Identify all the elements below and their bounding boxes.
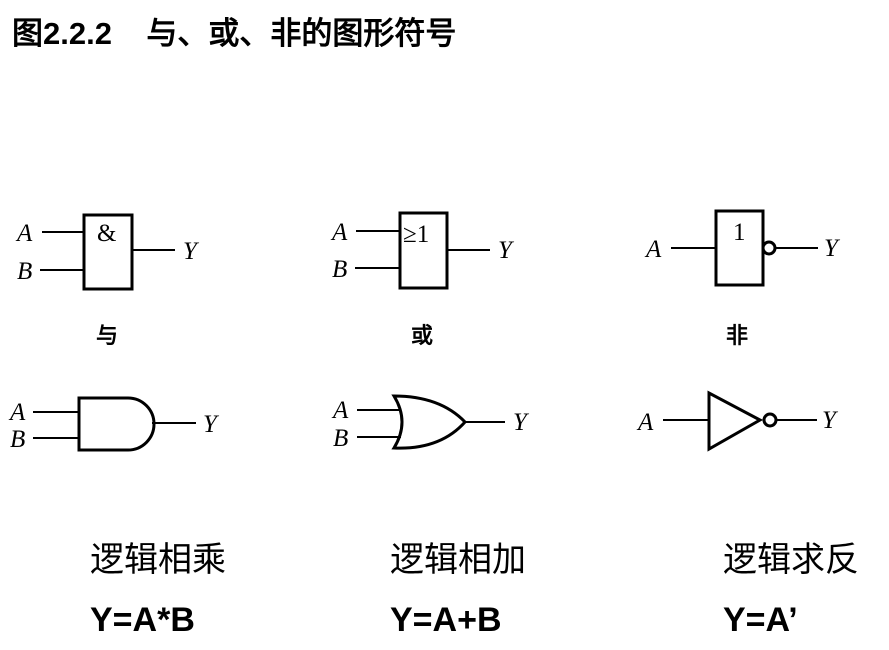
and-operation-label: 逻辑相乘 [90,540,226,580]
not-ieee-symbol: 1 [733,219,746,246]
and-input-b-label: B [17,258,32,285]
and-gate-shape-icon [33,396,196,452]
not-expression: Y=A’ [723,601,798,639]
not-gate-name: 非 [726,324,749,349]
not-gate-shape-icon [663,390,817,452]
and-gate-rect-icon [40,213,175,291]
not2-input-a-label: A [636,409,654,436]
or-output-y-label: Y [498,237,515,264]
or-input-a-label: A [330,219,348,246]
or-gate-rect-icon [355,211,490,290]
and-expression: Y=A*B [90,601,195,639]
or2-output-y-label: Y [513,409,530,436]
and2-input-a-label: A [8,399,26,426]
and-ieee-symbol: & [97,220,116,247]
and-output-y-label: Y [183,238,200,265]
not-operation-label: 逻辑求反 [723,540,859,580]
not-input-a-label: A [644,236,662,263]
or-gate-name: 或 [411,324,434,349]
or-gate-shape-icon [357,394,505,450]
not-output-y-label: Y [824,235,841,262]
and2-output-y-label: Y [203,411,220,438]
page-title: 图2.2.2 与、或、非的图形符号 [12,16,457,51]
and-gate-name: 与 [96,324,119,349]
not-gate-rect-icon [671,209,818,287]
and2-input-b-label: B [10,426,25,453]
or-ieee-symbol: ≥1 [403,221,429,248]
or2-input-b-label: B [333,425,348,452]
or-expression: Y=A+B [390,601,502,639]
or2-input-a-label: A [331,397,349,424]
or-operation-label: 逻辑相加 [390,540,526,580]
or-input-b-label: B [332,256,347,283]
not2-output-y-label: Y [822,407,839,434]
and-input-a-label: A [15,220,33,247]
